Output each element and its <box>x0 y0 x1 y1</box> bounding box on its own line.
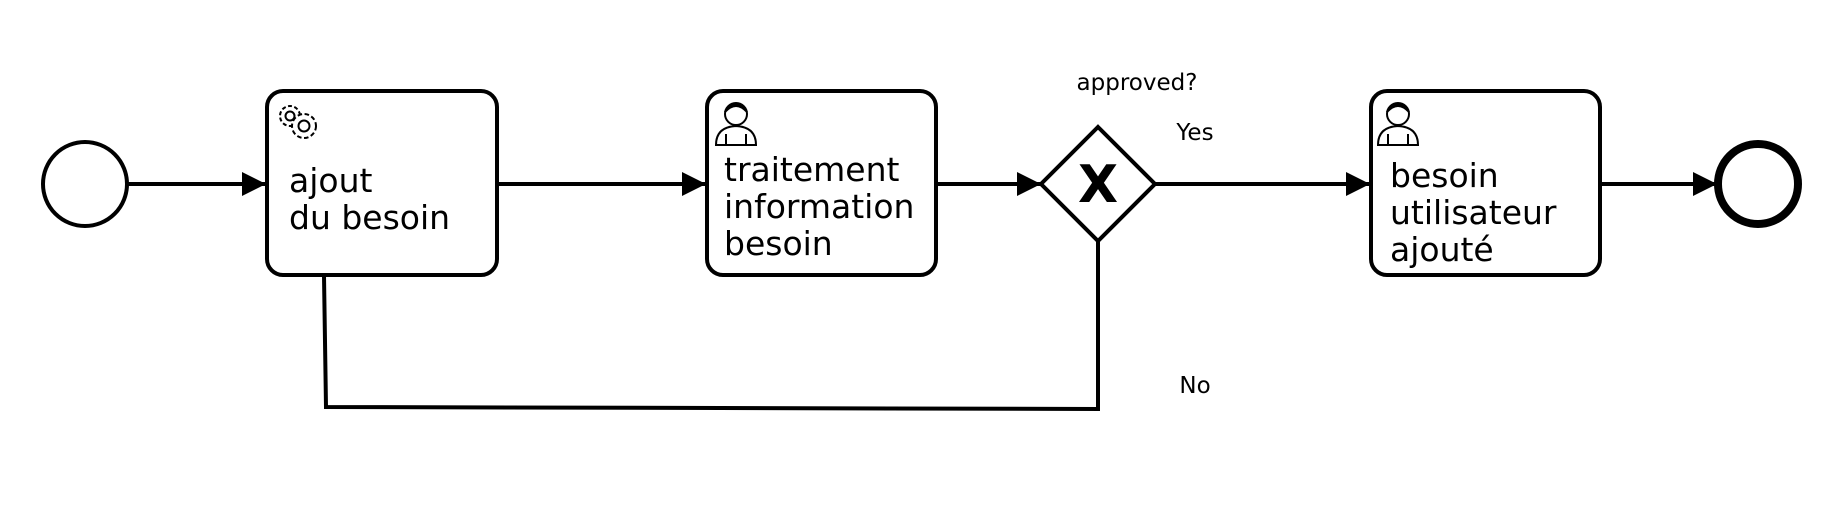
no-label: No <box>1179 373 1210 399</box>
task-label-line: ajouté <box>1390 230 1494 269</box>
task-label-line: besoin <box>724 224 833 263</box>
task-label: traitement information besoin <box>724 150 925 263</box>
exclusive-gateway[interactable]: X <box>1038 124 1158 244</box>
task-label: ajout du besoin <box>289 161 450 237</box>
task-label-line: besoin <box>1390 156 1499 195</box>
gateway-x-icon: X <box>1078 155 1118 215</box>
task-label: besoin utilisateur ajouté <box>1390 156 1567 269</box>
task-box[interactable] <box>1369 89 1602 277</box>
start-event[interactable] <box>41 140 129 228</box>
task-ajout-du-besoin[interactable]: ajout du besoin <box>265 89 499 277</box>
gateway-diamond[interactable] <box>1038 124 1158 244</box>
user-icon <box>1376 102 1420 146</box>
task-label-line: information <box>724 187 914 226</box>
gateway-label: approved? <box>1077 70 1198 96</box>
flow-no[interactable] <box>322 241 1100 412</box>
task-label-line: utilisateur <box>1390 193 1557 232</box>
task-label-line: traitement <box>724 150 900 189</box>
task-label-line: du besoin <box>289 198 450 237</box>
end-event[interactable] <box>1714 140 1802 228</box>
task-traitement-information-besoin[interactable]: traitement information besoin <box>705 89 938 277</box>
yes-label: Yes <box>1175 120 1213 146</box>
task-besoin-utilisateur-ajoute[interactable]: besoin utilisateur ajouté <box>1369 89 1602 277</box>
task-box[interactable] <box>265 89 499 277</box>
gear-icon <box>279 105 317 139</box>
task-box[interactable] <box>705 89 938 277</box>
task-label-line: ajout <box>289 161 372 200</box>
user-icon <box>714 102 758 146</box>
